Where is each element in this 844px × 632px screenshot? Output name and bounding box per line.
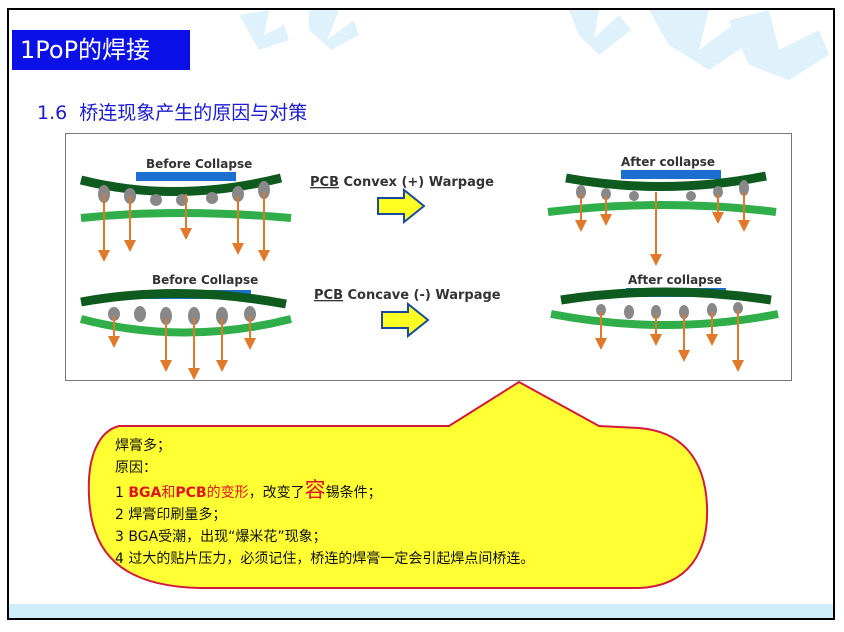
substrate-top-right: [565, 171, 767, 192]
arrows-bottom-right: [595, 310, 744, 372]
arrows-bottom-left: [108, 316, 256, 380]
label-top-middle-suffix: Convex (+) Warpage: [339, 175, 494, 190]
solder-balls-bottom-right: [596, 302, 743, 319]
callout-line-3-end: 锡条件；: [325, 485, 382, 501]
label-bottom-middle-suffix: Concave (-) Warpage: [343, 288, 501, 303]
slide: 1PoP的焊接 1.6 桥连现象产生的原因与对策 Before Collapse: [7, 8, 835, 620]
callout-text: 焊膏多； 原因： 1 BGA和PCB的变形，改变了容锡条件； 2 焊膏印刷量多；…: [115, 435, 534, 570]
pcb-bottom-right: [550, 310, 779, 329]
callout-pcb: PCB: [175, 485, 207, 501]
callout-line-4: 2 焊膏印刷量多；: [115, 507, 227, 523]
callout-line-1: 焊膏多；: [115, 438, 171, 454]
label-bottom-right: After collapse: [628, 273, 722, 287]
substrate-bottom-left: [80, 288, 287, 309]
arrow-bottom-middle: [381, 301, 430, 339]
label-top-middle-prefix: PCB: [310, 175, 339, 190]
chip-top-right: [621, 170, 721, 179]
background-decoration: [239, 10, 829, 80]
callout-line-3-num: 1: [115, 485, 129, 501]
label-bottom-middle: PCB Concave (-) Warpage: [314, 288, 501, 303]
arrows-top-right: [575, 192, 750, 266]
solder-balls-top-right: [576, 180, 749, 201]
label-top-right: After collapse: [621, 155, 715, 169]
pcb-top-right: [547, 201, 777, 216]
callout-line-3: 1 BGA和PCB的变形，改变了容锡条件；: [115, 479, 534, 504]
warpage-diagram: Before Collapse PCB: [79, 155, 779, 380]
callout-line-6: 4 过大的贴片压力，必须记住，桥连的焊膏一定会引起焊点间桥连。: [115, 551, 535, 567]
callout-line-2: 原因：: [115, 460, 157, 476]
footer-bar: [9, 604, 833, 618]
label-top-left: Before Collapse: [146, 157, 252, 171]
callout-line-3-mid: ，改变了: [248, 485, 305, 501]
label-top-middle: PCB Convex (+) Warpage: [310, 175, 494, 190]
callout-bga: BGA: [128, 485, 162, 501]
solder-balls-bottom-left: [108, 306, 256, 325]
pcb-bottom-left: [79, 315, 292, 337]
callout-bubble: [87, 380, 709, 589]
callout-line-5: 3 BGA受潮，出现“爆米花”现象；: [115, 529, 327, 545]
slide-subtitle: 1.6 桥连现象产生的原因与对策: [37, 102, 308, 124]
callout-deform: 的变形: [206, 485, 249, 501]
label-bottom-middle-prefix: PCB: [314, 288, 343, 303]
chip-top-left: [136, 172, 236, 181]
warpage-figure: Before Collapse PCB: [65, 133, 792, 381]
callout-and: 和: [161, 485, 176, 501]
label-bottom-left: Before Collapse: [152, 273, 258, 287]
callout-big-char: 容: [304, 478, 326, 502]
slide-title: 1PoP的焊接: [12, 30, 190, 70]
substrate-bottom-right: [560, 287, 772, 305]
arrows-top-left: [98, 192, 270, 262]
arrow-top-middle: [377, 187, 426, 225]
